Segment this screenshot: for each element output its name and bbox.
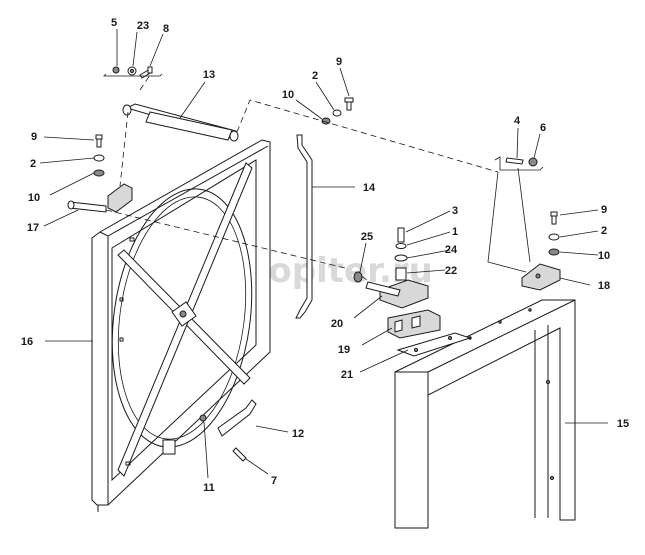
support-frame [394,299,576,529]
callout-9: 9 [336,56,342,68]
fasteners [93,66,560,462]
callout-11: 11 [203,482,215,494]
callout-13: 13 [203,69,215,81]
callout-15: 15 [617,418,629,430]
callout-labels: 5 23 8 13 9 2 10 4 6 9 2 10 14 3 1 24 22… [21,17,629,494]
radiator-frame [91,139,271,512]
callout-1: 1 [452,226,458,238]
callout-2: 2 [312,70,318,82]
bracket-block [387,309,441,339]
pin-bracket-18 [521,263,561,291]
callout-2-left: 2 [30,158,36,170]
callout-4: 4 [514,115,521,127]
callout-10-left: 10 [28,192,40,204]
callout-9-right: 9 [601,204,607,216]
callout-6: 6 [540,122,546,134]
callout-3: 3 [452,205,458,217]
callout-19: 19 [338,344,350,356]
mounting-plate [396,332,472,357]
callout-10: 10 [282,89,294,101]
callout-24: 24 [445,244,458,256]
l-bracket [217,399,257,437]
callout-8: 8 [163,23,169,35]
handle-rod [295,134,313,319]
washer-25 [353,271,363,283]
assembly-guides [103,73,544,284]
callout-10-right: 10 [598,250,610,262]
gas-strut [122,103,239,142]
leader-lines [39,29,608,479]
pivot-bracket [365,227,429,309]
callout-18: 18 [598,280,610,292]
callout-14: 14 [363,182,376,194]
callout-12: 12 [292,428,304,440]
pin-bracket-17 [67,183,133,213]
callout-20: 20 [331,318,343,330]
callout-25: 25 [361,231,373,243]
callout-9-left: 9 [31,131,37,143]
callout-7: 7 [271,475,277,487]
callout-23: 23 [137,20,149,32]
callout-16: 16 [21,336,33,348]
callout-22: 22 [445,265,457,277]
callout-21: 21 [341,369,353,381]
callout-17: 17 [27,222,39,234]
callout-2-right: 2 [601,225,607,237]
callout-5: 5 [111,17,117,29]
